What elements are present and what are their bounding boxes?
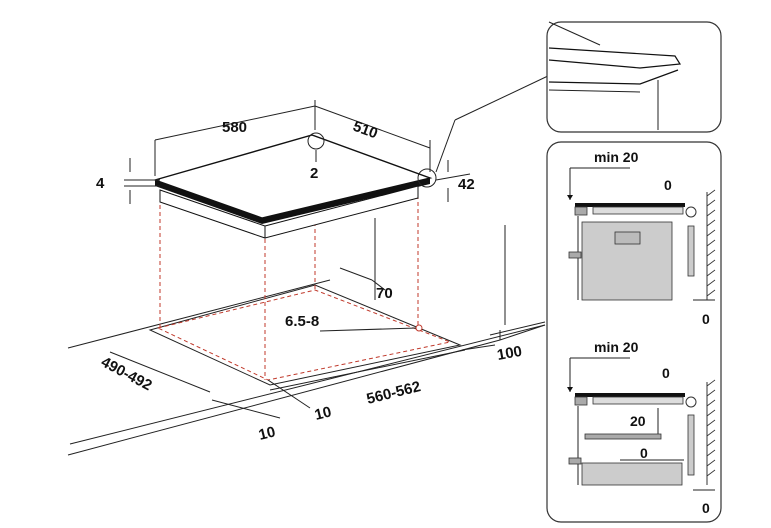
section-a-zero-bottom: 0 [702, 311, 710, 327]
detail-circle-center [307, 132, 325, 150]
section-panel: min 20 0 0 min 20 [546, 141, 722, 523]
dim-100: 100 [496, 343, 524, 364]
section-b-twenty: 20 [630, 413, 646, 429]
counter-top-edge [69, 324, 546, 445]
dim-510: 510 [351, 118, 380, 143]
dim-6-5-8: 6.5-8 [285, 313, 319, 330]
dim-4: 4 [96, 175, 105, 192]
dim-560-562: 560-562 [365, 378, 423, 408]
section-b-zero-bottom: 0 [702, 500, 710, 516]
section-a-min-label: min 20 [594, 149, 639, 165]
dim-70: 70 [376, 285, 393, 302]
section-b-zero-mid: 0 [640, 445, 648, 461]
section-b-zero-top: 0 [662, 365, 670, 381]
counter-front-edge [67, 339, 501, 456]
cutout-dashed [156, 289, 452, 381]
detail-circle-corner [417, 168, 437, 188]
cutout-outline [148, 284, 462, 386]
dim-2: 2 [310, 165, 318, 182]
dim-42: 42 [458, 176, 475, 193]
section-b: min 20 0 20 0 0 [567, 339, 716, 516]
dim-10-left: 10 [257, 423, 277, 444]
dim-490-492: 490-492 [98, 354, 155, 395]
hob-isometric: 580 510 2 4 42 70 6.5-8 100 [67, 74, 551, 456]
dim-10-right: 10 [313, 403, 333, 424]
edge-detail-panel [546, 21, 722, 133]
counter-back-edge-left [67, 279, 331, 349]
dim-580: 580 [222, 119, 247, 136]
section-b-min-label: min 20 [594, 339, 639, 355]
section-a-zero-top: 0 [664, 177, 672, 193]
section-a: min 20 0 0 [567, 149, 716, 327]
